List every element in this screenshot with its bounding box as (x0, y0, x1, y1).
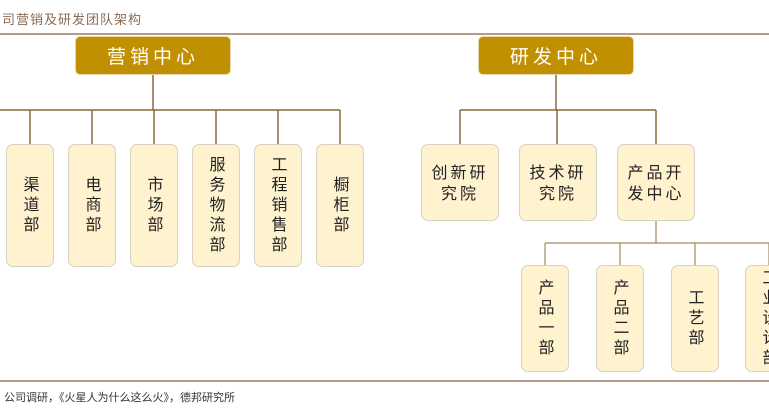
dept-node: 电商部 (68, 144, 116, 267)
dept-node: 工程销售部 (254, 144, 302, 267)
dept-node: 橱柜部 (316, 144, 364, 267)
dept-node: 市场部 (130, 144, 178, 267)
marketing-center-node: 营销中心 (75, 36, 231, 75)
dept-node: 服务物流部 (192, 144, 240, 267)
source-note: 公司调研，《火星人为什么这么火》，德邦研究所 (4, 391, 235, 404)
chart-title: 司营销及研发团队架构 (2, 13, 143, 28)
rnd-node: 产品开发中心 (617, 144, 695, 221)
product-dept-node: 产品一部 (521, 265, 569, 372)
rnd-center-node: 研发中心 (478, 36, 634, 75)
product-dept-node: 工艺部 (671, 265, 719, 372)
rnd-node: 创新研究院 (421, 144, 499, 221)
rnd-node: 技术研究院 (519, 144, 597, 221)
product-dept-node: 工业设计部 (745, 265, 769, 372)
bottom-divider (0, 380, 769, 382)
dept-node: 渠道部 (6, 144, 54, 267)
top-divider (0, 33, 769, 35)
product-dept-node: 产品二部 (596, 265, 644, 372)
